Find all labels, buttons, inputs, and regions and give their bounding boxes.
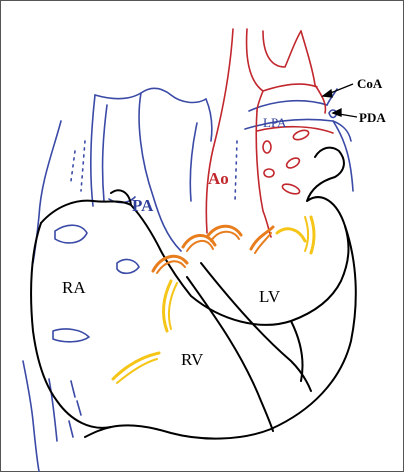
- svc-right-wall: [91, 95, 95, 206]
- pv-oval-2: [285, 156, 301, 170]
- aortic-valve-3: [251, 227, 273, 249]
- lung-dots-2: [81, 141, 85, 191]
- tricuspid-valve-3: [113, 353, 159, 379]
- heart-right-border: [85, 226, 356, 439]
- label-pa: PA: [132, 196, 154, 215]
- aorta: [206, 29, 333, 237]
- mitral-valve-2: [311, 217, 314, 253]
- blue-loop-2: [117, 260, 139, 274]
- pa-right-wall: [206, 99, 212, 141]
- pa-trunk-top: [95, 88, 206, 102]
- aorta-inner-curve: [257, 91, 263, 111]
- label-rv: RV: [181, 350, 204, 369]
- tricuspid-valve-2: [169, 283, 177, 329]
- lung-dots-3: [235, 141, 237, 201]
- heart-left-border: [31, 223, 111, 428]
- pv-oval-3: [264, 169, 274, 177]
- aorta-inner-wall: [247, 29, 317, 91]
- lpa-branch-upper: [249, 101, 327, 111]
- label-ra: RA: [62, 278, 86, 297]
- aorta-left-wall: [206, 29, 233, 233]
- label-ao: Ao: [208, 169, 229, 188]
- label-lv: LV: [259, 287, 281, 306]
- label-lpa: LPA: [263, 115, 287, 130]
- coa-arrowhead: [323, 90, 332, 97]
- blue-loop-3: [53, 329, 89, 342]
- mitral-valve-3: [305, 217, 308, 251]
- svc-inner-line: [103, 105, 107, 201]
- ivc-hatch-3: [69, 421, 73, 437]
- aorta-arch-outer: [263, 31, 301, 67]
- aortic-valve-2: [211, 232, 239, 241]
- left-pulmonary-wall: [190, 123, 197, 201]
- pv-oval-4: [281, 182, 301, 196]
- pv-oval-5: [263, 141, 271, 153]
- svc-left-wall: [33, 121, 61, 263]
- pointer-arrows: [323, 84, 357, 117]
- pv-oval-1: [292, 129, 310, 142]
- mitral-valve-1: [277, 229, 305, 241]
- label-pda: PDA: [359, 110, 386, 125]
- valves: [113, 217, 314, 383]
- label-coa: CoA: [357, 76, 383, 91]
- ivc-hatch-1: [71, 381, 75, 397]
- blue-loop-1: [55, 225, 87, 243]
- lung-dots-1: [71, 151, 75, 181]
- pa-trunk-side: [139, 93, 181, 251]
- pulmonary-valve-mid-2: [187, 241, 213, 251]
- ivc-left-wall: [23, 361, 39, 471]
- ivc-hatch-2: [77, 401, 81, 415]
